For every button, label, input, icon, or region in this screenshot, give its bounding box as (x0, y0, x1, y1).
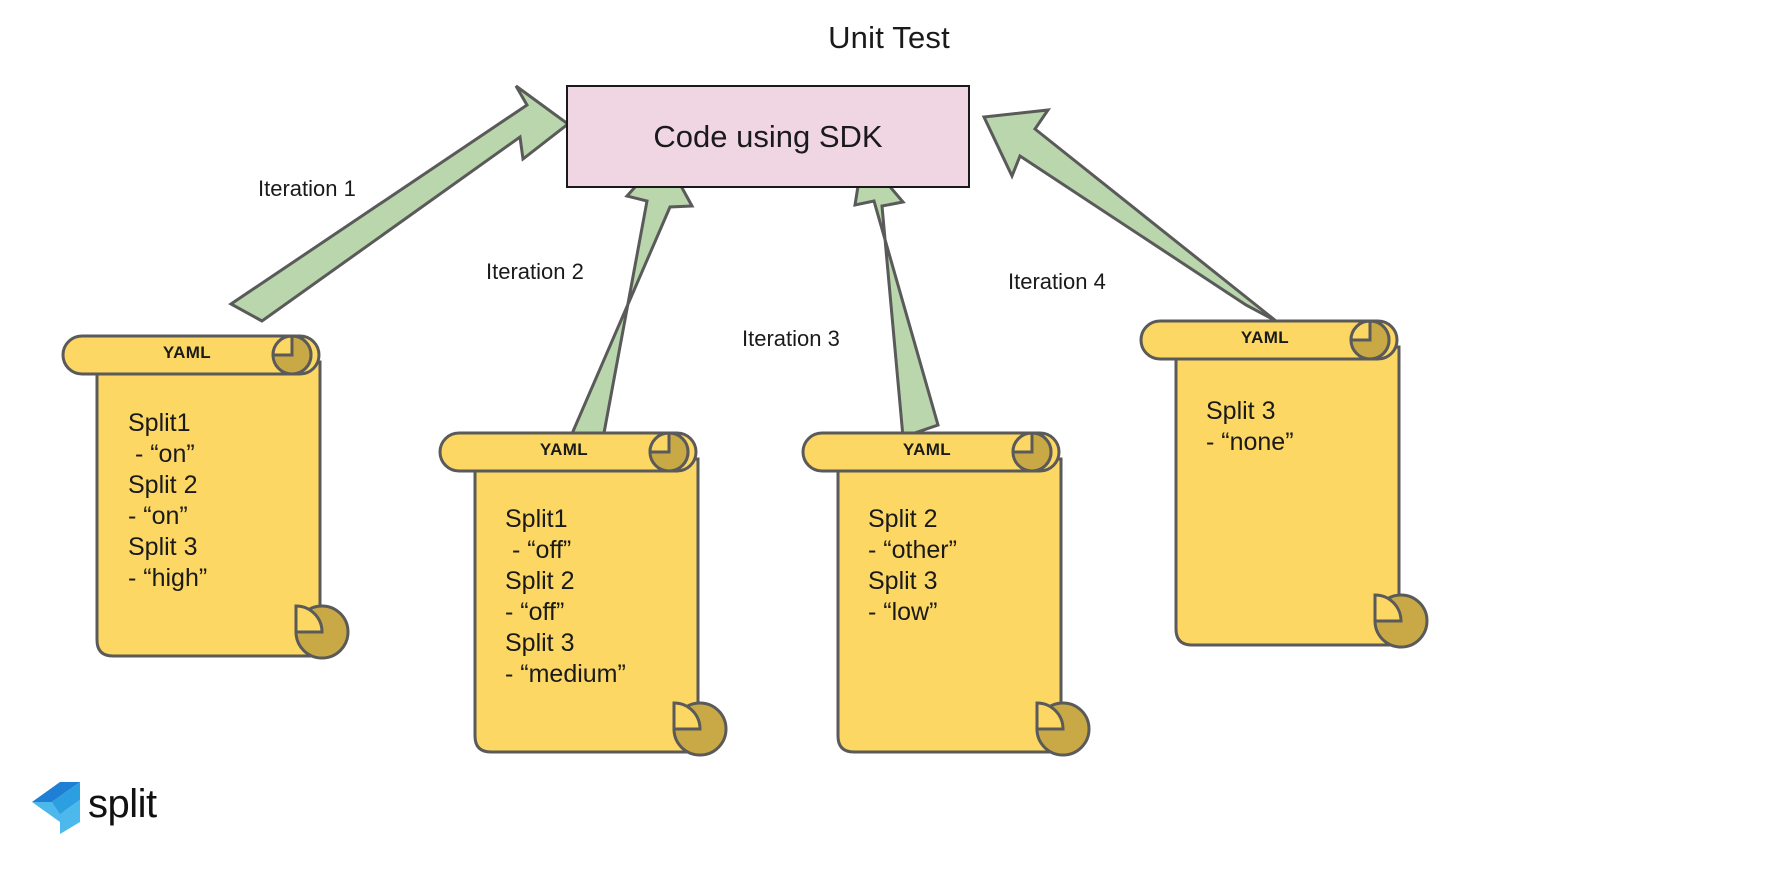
central-sdk-box[interactable]: Code using SDK (566, 85, 970, 188)
split-logo-mark-icon (32, 782, 80, 834)
iteration-1-arrow (228, 84, 571, 323)
yaml-doc-1-header: YAML (162, 343, 212, 362)
split-logo: split (30, 780, 180, 840)
page-title: Unit Test (828, 20, 950, 55)
iteration-2-label: Iteration 2 (486, 259, 584, 284)
iteration-4-label: Iteration 4 (1008, 269, 1106, 294)
yaml-doc-3-header: YAML (902, 440, 952, 459)
yaml-doc-4-shape (1139, 319, 1429, 649)
central-sdk-box-label: Code using SDK (653, 118, 883, 154)
iteration-3-label: Iteration 3 (742, 326, 840, 351)
yaml-doc-3-body: Split 2 - “other” Split 3 - “low” (868, 505, 957, 626)
yaml-doc-1-body: Split1 - “on” Split 2 - “on” Split 3 - “… (128, 409, 208, 592)
yaml-doc-2-header: YAML (539, 440, 589, 459)
yaml-doc-4-body: Split 3 - “none” (1206, 397, 1294, 456)
iteration-2-arrow (565, 152, 695, 446)
iteration-3-arrow (853, 151, 940, 440)
yaml-doc-2-body: Split1 - “off” Split 2 - “off” Split 3 -… (505, 505, 626, 688)
split-logo-wordmark: split (88, 782, 157, 826)
iteration-1-label: Iteration 1 (258, 176, 356, 201)
yaml-doc-4-header: YAML (1240, 328, 1290, 347)
